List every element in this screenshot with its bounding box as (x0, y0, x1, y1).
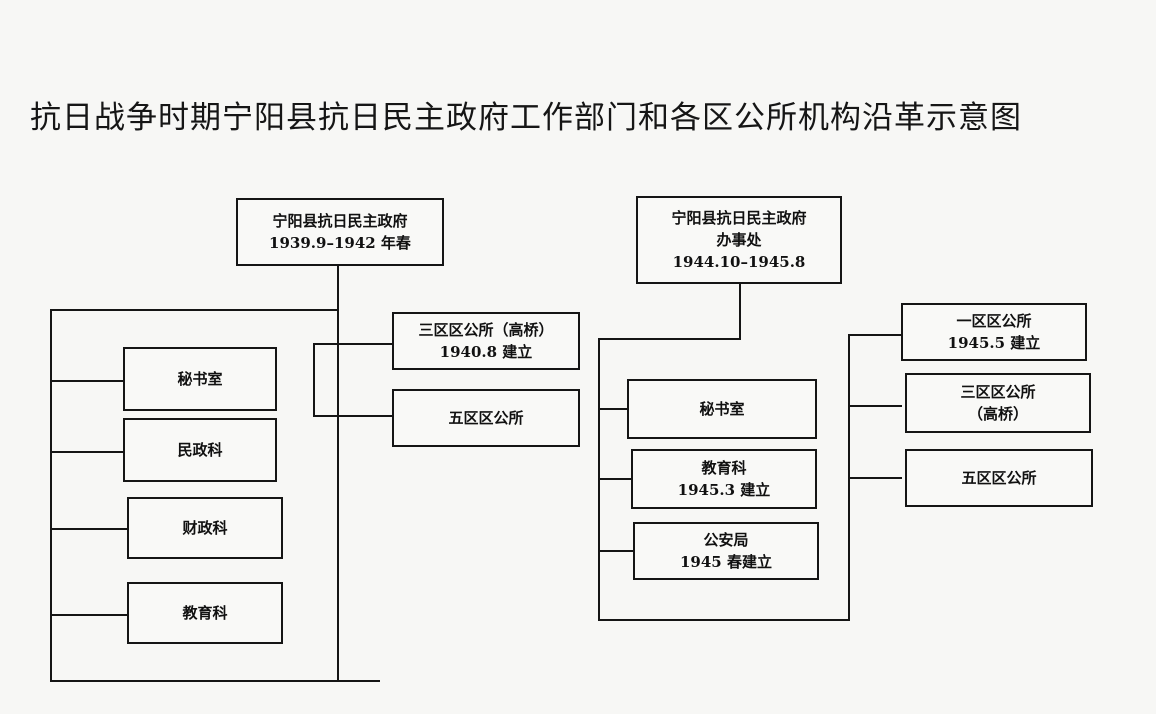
connector (848, 405, 902, 407)
connector (598, 408, 628, 410)
connector (50, 528, 128, 530)
connector (50, 309, 339, 311)
right-root-sub: 办事处 (716, 231, 762, 249)
connector (848, 477, 902, 479)
right-dept-education: 教育科 1945.3 建立 (631, 449, 817, 509)
connector (50, 680, 380, 682)
connector (50, 614, 128, 616)
right-district-5: 五区区公所 (905, 449, 1093, 507)
left-dept-secretariat: 秘书室 (123, 347, 277, 411)
connector (337, 266, 339, 310)
connector (313, 415, 393, 417)
connector (50, 380, 124, 382)
left-dept-civil-affairs: 民政科 (123, 418, 277, 482)
right-dept-secretariat: 秘书室 (627, 379, 817, 439)
right-root-name: 宁阳县抗日民主政府 (671, 209, 807, 227)
right-dept-public-security: 公安局 1945 春建立 (633, 522, 819, 580)
left-root-box: 宁阳县抗日民主政府 1939.9–1942 年春 (236, 198, 444, 266)
connector (739, 284, 741, 339)
connector (598, 550, 634, 552)
right-district-3: 三区区公所 （高桥） (905, 373, 1091, 433)
left-root-name: 宁阳县抗日民主政府 (272, 212, 408, 230)
connector (313, 343, 393, 345)
right-root-box: 宁阳县抗日民主政府 办事处 1944.10–1945.8 (636, 196, 842, 284)
left-root-period: 1939.9–1942 年春 (269, 234, 411, 252)
diagram-title: 抗日战争时期宁阳县抗日民主政府工作部门和各区公所机构沿革示意图 (30, 100, 1022, 136)
connector (50, 309, 52, 681)
connector (598, 338, 741, 340)
connector (598, 478, 632, 480)
left-district-3: 三区区公所（高桥） 1940.8 建立 (392, 312, 580, 370)
connector (598, 619, 850, 621)
left-district-5: 五区区公所 (392, 389, 580, 447)
connector (848, 334, 902, 336)
right-district-1: 一区区公所 1945.5 建立 (901, 303, 1087, 361)
left-dept-education: 教育科 (127, 582, 283, 644)
left-dept-finance: 财政科 (127, 497, 283, 559)
right-root-period: 1944.10–1945.8 (672, 253, 806, 271)
connector (50, 451, 124, 453)
connector (337, 309, 339, 681)
connector (313, 343, 315, 416)
